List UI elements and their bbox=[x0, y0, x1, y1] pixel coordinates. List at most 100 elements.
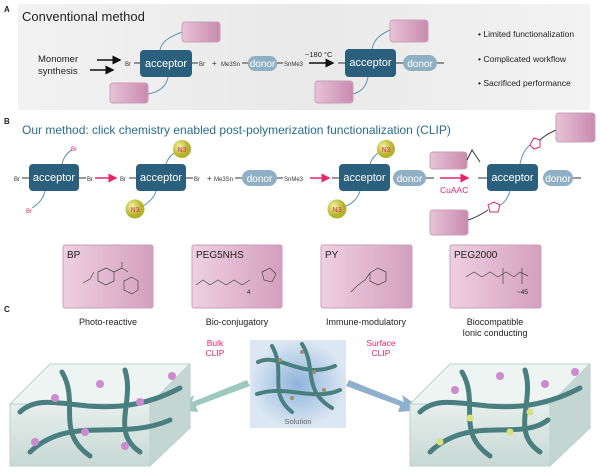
peg2000-structure bbox=[465, 268, 529, 284]
acceptor-label: acceptor bbox=[491, 172, 534, 184]
acceptor-unit bbox=[136, 164, 186, 191]
repeat-count: ~45 bbox=[517, 289, 528, 296]
azide-ball bbox=[327, 199, 347, 219]
azide-ball bbox=[173, 140, 191, 158]
br-label: Br bbox=[194, 177, 200, 183]
br-label-red: Br bbox=[26, 209, 32, 215]
bulk-clip-label-2: CLIP bbox=[206, 348, 225, 358]
azide-ball bbox=[377, 140, 395, 158]
functional-group-box bbox=[181, 21, 221, 43]
donor-label: donor bbox=[397, 174, 423, 185]
donor-label: donor bbox=[247, 174, 273, 185]
card-caption: Photo-reactive bbox=[79, 317, 137, 327]
acceptor-label: acceptor bbox=[343, 172, 386, 184]
temperature-label: ~180 °C bbox=[305, 50, 333, 59]
br-label: Br bbox=[87, 177, 93, 183]
surface-clip-label: Surface bbox=[366, 338, 396, 348]
br-label: Br bbox=[120, 177, 126, 183]
functional-group-box bbox=[555, 112, 596, 143]
br-label-red: Br bbox=[71, 147, 77, 153]
azide-label: N3 bbox=[333, 207, 342, 214]
panel-a-title: Conventional method bbox=[22, 9, 145, 24]
snme3-label: SnMe3 bbox=[284, 62, 304, 68]
plus-sign: + bbox=[212, 59, 217, 68]
surface-film bbox=[408, 362, 592, 468]
bullet-limited: • Limited functionalization bbox=[478, 29, 574, 39]
side-chain bbox=[159, 31, 183, 51]
panel-letter-b: B bbox=[4, 117, 10, 126]
me3sn-label: Me3Sn bbox=[214, 177, 233, 183]
acceptor-label: acceptor bbox=[33, 172, 76, 184]
bullet-complicated: • Complicated workflow bbox=[478, 54, 567, 64]
card-caption: Biocompatible bbox=[467, 317, 524, 327]
acceptor-unit bbox=[345, 49, 396, 77]
panel-b: B Our method: click chemistry enabled po… bbox=[4, 112, 596, 338]
br-label: Br bbox=[14, 177, 20, 183]
functional-group-box bbox=[389, 19, 429, 43]
plus-sign: + bbox=[207, 174, 212, 183]
donor-label: donor bbox=[545, 174, 571, 185]
card-py: PY Immune-modulatory bbox=[320, 244, 413, 327]
solution-label: Solution bbox=[284, 417, 311, 426]
repeat-count: 4 bbox=[247, 290, 251, 296]
functional-group-box bbox=[109, 82, 149, 104]
functional-group-box bbox=[429, 151, 468, 170]
solution-square bbox=[250, 340, 346, 428]
card-caption: Immune-modulatory bbox=[326, 317, 407, 327]
azide-label: N3 bbox=[178, 147, 187, 154]
card-name: BP bbox=[67, 250, 81, 261]
alkyne-linker bbox=[466, 149, 481, 163]
donor-unit bbox=[242, 170, 277, 186]
panel-b-title: Our method: click chemistry enabled post… bbox=[22, 123, 451, 137]
donor-unit bbox=[403, 55, 437, 71]
card-name: PEG5NHS bbox=[196, 250, 244, 261]
panel-letter-a: A bbox=[4, 5, 10, 14]
surface-arrow-icon bbox=[346, 380, 424, 412]
bulk-clip-label: Bulk bbox=[207, 338, 224, 348]
polymer-chains bbox=[255, 342, 342, 414]
acceptor-unit bbox=[487, 164, 538, 191]
bulk-film bbox=[8, 362, 192, 468]
acceptor-label: acceptor bbox=[349, 57, 392, 69]
card-peg5nhs: PEG5NHS 4 Bio-conjugatory bbox=[191, 244, 283, 327]
azide-label: N3 bbox=[131, 207, 140, 214]
card-name: PY bbox=[325, 250, 339, 261]
bullet-sacrificed: • Sacrificed performance bbox=[478, 78, 571, 88]
side-chain bbox=[147, 76, 169, 95]
panel-a: A Conventional method Monomer synthesis … bbox=[4, 4, 590, 110]
azide-ball bbox=[125, 199, 145, 219]
donor-unit bbox=[543, 170, 573, 186]
functional-dots bbox=[278, 350, 326, 400]
me3sn-label: Me3Sn bbox=[221, 62, 240, 68]
azide-label: N3 bbox=[382, 147, 391, 154]
bp-structure bbox=[82, 262, 139, 295]
acceptor-label: acceptor bbox=[145, 58, 188, 70]
donor-unit bbox=[248, 56, 277, 71]
donor-unit bbox=[393, 170, 426, 186]
card-caption-2: Ionic conducting bbox=[462, 328, 527, 338]
surface-clip-label-2: CLIP bbox=[372, 348, 391, 358]
triazole-ring bbox=[487, 201, 501, 213]
functional-group-box bbox=[314, 80, 354, 104]
monomer-label-line1: Monomer bbox=[38, 54, 78, 65]
donor-label: donor bbox=[250, 59, 276, 70]
br-label: Br bbox=[125, 62, 131, 68]
card-bp: BP Photo-reactive bbox=[62, 244, 154, 327]
cuaac-label: CuAAC bbox=[440, 185, 468, 195]
acceptor-label: acceptor bbox=[140, 172, 183, 184]
functional-group-box bbox=[429, 209, 469, 236]
snme3-label: SnMe3 bbox=[284, 177, 304, 183]
card-caption: Bio-conjugatory bbox=[206, 317, 269, 327]
triazole-ring bbox=[529, 137, 541, 150]
acceptor-unit bbox=[339, 164, 390, 191]
panel-c: C Solution Bulk CLIP Surface CLIP bbox=[4, 305, 592, 468]
py-structure bbox=[350, 267, 387, 293]
monomer-label-line2: synthesis bbox=[38, 66, 78, 77]
peg5nhs-structure bbox=[195, 267, 277, 286]
card-name: PEG2000 bbox=[454, 250, 498, 261]
bulk-arrow-icon bbox=[172, 380, 250, 412]
acceptor-unit bbox=[140, 50, 192, 77]
card-peg2000: PEG2000 ~45 Biocompatible Ionic conducti… bbox=[449, 244, 542, 338]
panel-letter-c: C bbox=[4, 305, 10, 314]
